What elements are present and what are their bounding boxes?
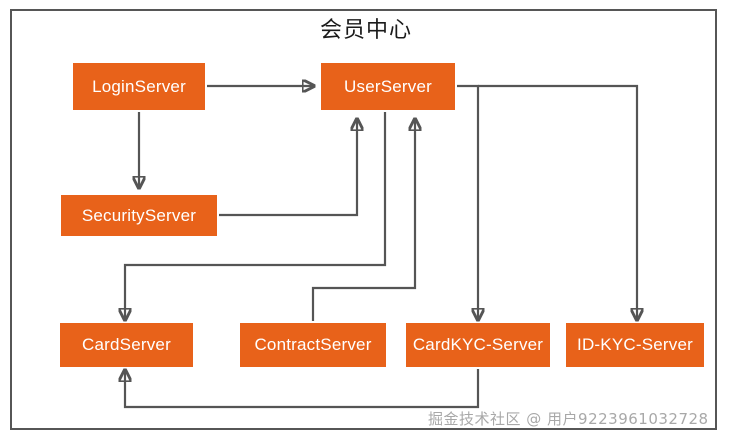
node-label-card: CardServer <box>82 335 171 354</box>
node-label-idkyc: ID-KYC-Server <box>577 335 693 354</box>
node-label-login: LoginServer <box>92 76 186 96</box>
node-contract[interactable]: ContractServer <box>240 323 386 367</box>
diagram-title: 会员中心 <box>319 18 412 43</box>
node-idkyc[interactable]: ID-KYC-Server <box>566 323 704 367</box>
node-security[interactable]: SecurityServer <box>61 195 217 236</box>
node-login[interactable]: LoginServer <box>73 63 205 110</box>
node-label-user: UserServer <box>344 76 432 96</box>
node-cardkyc[interactable]: CardKYC-Server <box>406 323 550 367</box>
node-card[interactable]: CardServer <box>60 323 193 367</box>
node-label-cardkyc: CardKYC-Server <box>412 335 544 354</box>
watermark: 掘金技术社区 @ 用户9223961032728 <box>428 410 709 428</box>
node-label-security: SecurityServer <box>81 205 197 225</box>
node-user[interactable]: UserServer <box>321 63 455 110</box>
node-label-contract: ContractServer <box>254 335 372 354</box>
